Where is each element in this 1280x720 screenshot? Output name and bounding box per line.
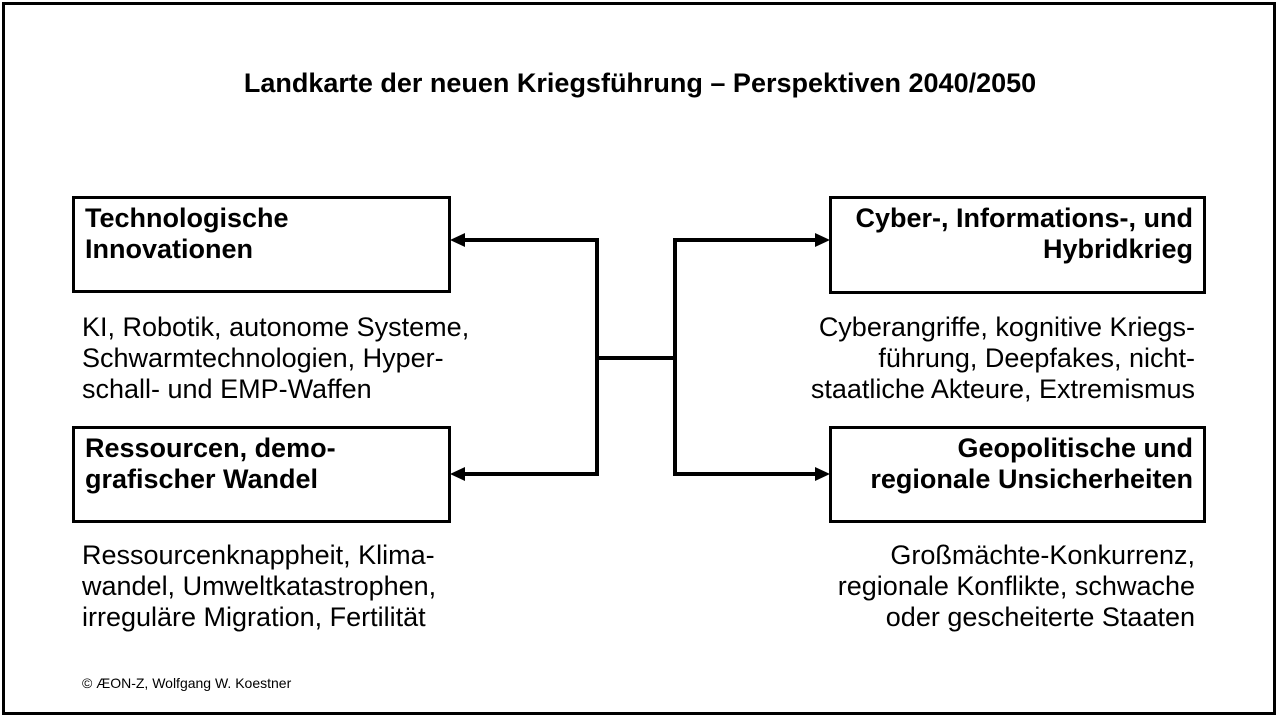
arrowhead-top-right-icon: [815, 233, 830, 247]
node-desc-line: regionale Konflikte, schwache: [837, 571, 1195, 601]
node-title-line: Hybridkrieg: [1042, 234, 1193, 264]
node-desc-line: führung, Deepfakes, nicht-: [878, 343, 1195, 373]
node-title-line: Ressourcen, demo-: [85, 433, 336, 463]
node-desc-line: staatliche Akteure, Extremismus: [810, 374, 1195, 404]
node-desc-line: schall- und EMP-Waffen: [82, 374, 372, 404]
node-desc-line: Ressourcenknappheit, Klima-: [82, 540, 435, 570]
node-box-ressourcen-demografischer-wandel: Ressourcen, demo- grafischer Wandel: [72, 426, 451, 523]
node-title-line: Geopolitische und: [957, 433, 1193, 463]
node-desc-line: oder gescheiterte Staaten: [885, 602, 1195, 632]
arrowhead-top-left-icon: [450, 233, 465, 247]
node-desc-line: Großmächte-Konkurrenz,: [890, 540, 1195, 570]
slide-title: Landkarte der neuen Kriegsführung – Pers…: [243, 68, 1037, 98]
node-title-line: regionale Unsicherheiten: [870, 464, 1193, 494]
node-title-line: grafischer Wandel: [85, 464, 319, 494]
node-desc-ressourcen-demografischer-wandel: Ressourcenknappheit, Klima- wandel, Umwe…: [82, 540, 436, 633]
node-desc-line: Cyberangriffe, kognitive Kriegs-: [818, 312, 1195, 342]
node-desc-cyber-informations-hybridkrieg: Cyberangriffe, kognitive Kriegs- führung…: [811, 312, 1195, 405]
node-box-geopolitische-regionale-unsicherheiten: Geopolitische und regionale Unsicherheit…: [829, 426, 1206, 523]
node-box-technologische-innovationen: Technologische Innovationen: [72, 196, 451, 293]
node-box-cyber-informations-hybridkrieg: Cyber-, Informations-, und Hybridkrieg: [829, 196, 1206, 294]
node-title-line: Innovationen: [85, 234, 253, 264]
arrowhead-bottom-left-icon: [450, 467, 465, 481]
node-desc-line: KI, Robotik, autonome Systeme,: [82, 312, 470, 342]
node-desc-technologische-innovationen: KI, Robotik, autonome Systeme, Schwarmte…: [82, 312, 469, 405]
copyright-footer: © ÆON-Z, Wolfgang W. Koestner: [82, 675, 292, 691]
node-desc-line: irreguläre Migration, Fertilität: [82, 602, 426, 632]
node-desc-line: Schwarmtechnologien, Hyper-: [82, 343, 444, 373]
node-title-line: Cyber-, Informations-, und: [855, 203, 1194, 233]
node-desc-line: wandel, Umweltkatastrophen,: [82, 571, 437, 601]
node-desc-geopolitische-regionale-unsicherheiten: Großmächte-Konkurrenz, regionale Konflik…: [838, 540, 1195, 633]
node-title-line: Technologische: [85, 203, 289, 233]
arrowhead-bottom-right-icon: [815, 467, 830, 481]
